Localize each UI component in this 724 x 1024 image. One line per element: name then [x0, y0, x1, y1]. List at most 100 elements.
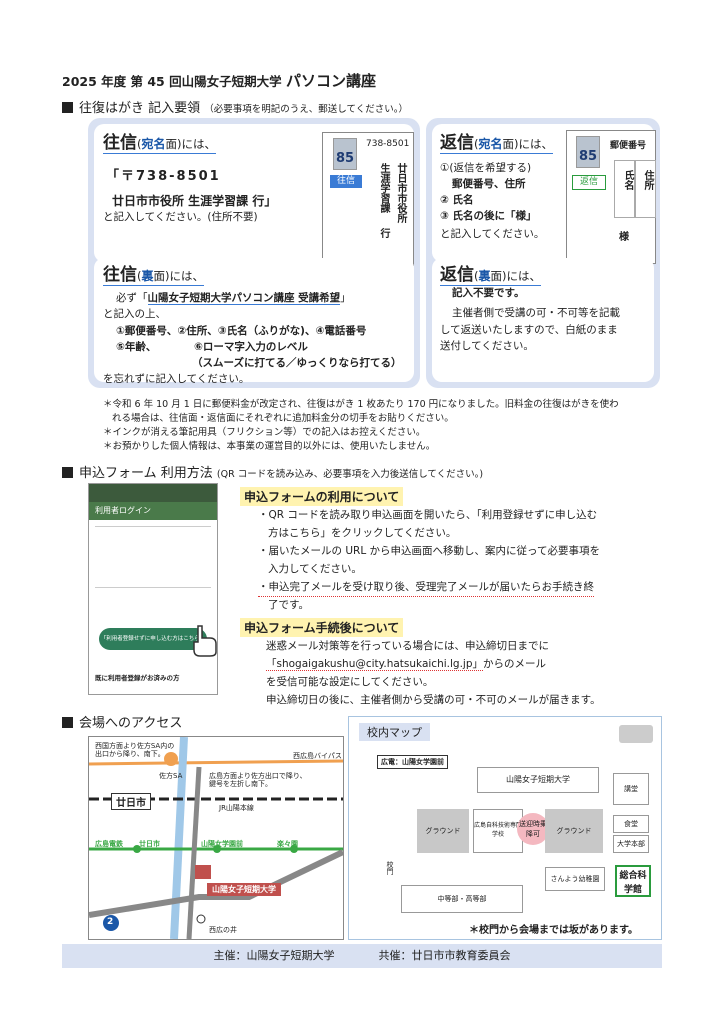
henshin-back-line2: 主催者側で受講の可・不可等を記載: [452, 307, 620, 319]
henshin-front-line3: ③ 氏名の後に「様」: [440, 210, 537, 222]
henshin-back-card: [432, 258, 654, 382]
ofuku-back-card: [94, 258, 414, 382]
page-title: 2025 年度 第 45 回山陽女子短期大学 パソコン講座: [62, 72, 376, 90]
ofuku-back-line5: （スムーズに打てる／ゆっくりなら打てる）: [192, 357, 402, 369]
footnote-3: ＊お預かりした個人情報は、本事業の運営目的以外には、使用いたしません。: [103, 441, 436, 452]
henshin-back-heading: 返信(裏面)には、: [440, 265, 542, 286]
form-after-l4: 申込締切日の後に、主催者側から受講の可・不可のメールが届きます。: [266, 694, 601, 706]
ofuku-addressee: 廿日市市役所 生涯学習課 行」: [112, 194, 277, 208]
campus-jhs: 中等部・高等部: [401, 885, 523, 913]
map-note-1: 西国方面より佐方SA内の: [95, 742, 175, 750]
postcard1-addr2: 生涯学習課: [378, 163, 389, 213]
henshin-front-line2: ② 氏名: [440, 194, 474, 206]
map-sa: 佐方SA: [159, 772, 183, 780]
campus-station: 広電：山陽女学園前: [377, 755, 448, 769]
map-city: 廿日市: [111, 793, 151, 810]
area-map: 西国方面より佐方SA内の 出口から降り、南下。 佐方SA 西広島バイパス 広島方…: [88, 736, 344, 940]
ofuku-zip: 「〒738-8501: [106, 169, 221, 184]
phone-guest-button[interactable]: 「利用者登録せずに申し込む方はこちら」: [99, 628, 207, 650]
form-after-heading: 申込フォーム手続後について: [240, 618, 404, 637]
ofuku-tag: 往信: [330, 175, 362, 188]
phone-screenshot: 利用者ログイン 「利用者登録せずに申し込む方はこちら」 既に利用者登録がお済みの…: [88, 483, 218, 695]
map-st4: 楽々園: [277, 840, 298, 848]
henshin-back-line3: して返送いたしますので、白紙のまま: [440, 324, 618, 336]
postcard1-zip: 738-8501: [366, 139, 410, 149]
postcard2-addr-box: [634, 160, 656, 218]
map-note-4: 鍵号を左折し南下。: [209, 780, 272, 788]
map-jr: JR山陽本線: [219, 804, 254, 812]
henshin-back-line4: 送付してください。: [440, 340, 534, 352]
campus-office: 大学本部: [613, 835, 649, 853]
postcard2-zip: 郵便番号: [610, 141, 647, 151]
section-form-heading: 申込フォーム 利用方法 (QR コードを読み込み、必要事項を入力後送信してくださ…: [62, 462, 483, 481]
form-use-b2a: ・届いたメールの URL から申込画面へ移動し、案内に従って必要事項を: [258, 545, 600, 557]
ofuku-back-line3: ①郵便番号、②住所、③氏名（ふりがな)、④電話番号: [116, 325, 367, 337]
ofuku-front-note: と記入してください。(住所不要): [103, 211, 258, 223]
footer: 主催：山陽女子短期大学 共催：廿日市市教育委員会: [62, 944, 662, 968]
ofuku-back-line1: 必ず「山陽女子短期大学パソコン講座 受講希望」: [116, 292, 351, 305]
campus-cafe: 食堂: [613, 815, 649, 833]
footnote-1b: れる場合は、往信面・返信面にそれぞれに追加料金分の切手をお貼りください。: [112, 413, 454, 424]
section-postcard-heading: 往復はがき 記入要領 （必要事項を明記のうえ、郵送してください。）: [62, 97, 408, 116]
stamp-icon-2: 85: [576, 136, 600, 168]
postcard2-addr: 住所: [642, 170, 653, 190]
area-map-drawing: [89, 737, 343, 939]
campus-pickup: 送迎時乗降可: [517, 813, 549, 845]
form-use-b2b: 入力してください。: [268, 563, 362, 575]
henshin-front-line1: ①(返信を希望する): [440, 162, 532, 174]
campus-gate: 校門: [386, 861, 394, 875]
campus-note: ＊校門から会場までは坂があります。: [469, 925, 638, 936]
henshin-front-heading: 返信(宛名面)には、: [440, 133, 554, 154]
section-access-heading: 会場へのアクセス: [62, 712, 182, 731]
campus-ground-2: グラウンド: [545, 809, 603, 853]
campus-hall: 講堂: [613, 773, 649, 805]
ofuku-front-heading: 往信(宛名面)には、: [103, 133, 217, 154]
ofuku-back-heading: 往信(裏面)には、: [103, 265, 205, 286]
form-use-b1a: ・QR コードを読み取り申込画面を開いたら、「利用登録せずに申し込む: [258, 509, 598, 521]
campus-ground-1: グラウンド: [417, 809, 469, 853]
map-st3: 山陽女学園前: [201, 840, 243, 848]
form-use-heading: 申込フォームの利用について: [240, 487, 404, 506]
postcard1-addr3: 行: [378, 228, 389, 238]
ofuku-back-line4a: ⑤年齢、: [116, 341, 157, 353]
form-after-l3: を受信可能な設定にしてください。: [266, 676, 434, 688]
stamp-icon: 85: [333, 138, 357, 170]
form-after-l1: 迷惑メール対策等を行っている場合には、申込締切日までに: [266, 640, 549, 652]
phone-form-lines: [95, 526, 211, 588]
ofuku-back-line4b: ⑥ローマ字入力のレベル: [194, 341, 308, 353]
map-st1: 広島電鉄: [95, 840, 123, 848]
campus-map: 校内マップ 広電：山陽女学園前 山陽女子短期大学 講堂 グラウンド 広島自科技術…: [348, 716, 662, 940]
phone-bottom: 既に利用者登録がお済みの方: [95, 674, 180, 682]
postcard2-name: 氏名: [622, 170, 633, 190]
henshin-back-line1: 記入不要です。: [452, 287, 525, 299]
hand-pointer-icon: [193, 625, 217, 657]
map-note-3: 広島方面より佐方出口で降り、: [209, 772, 307, 780]
form-use-b3b: 了です。: [268, 599, 309, 611]
map-campus: 山陽女子短期大学: [207, 883, 281, 896]
ofuku-back-line6: を忘れずに記入してください。: [103, 373, 250, 385]
ofuku-back-line2: と記入の上、: [103, 308, 166, 320]
postcard1-addr1: 廿日市市役所: [395, 163, 406, 223]
campus-science: 総合科学館: [615, 865, 651, 897]
phone-topbar: [89, 484, 217, 502]
postcard2-name-box: [614, 160, 636, 218]
henshin-front-line1b: 郵便番号、住所: [452, 178, 526, 190]
form-use-b3a: ・申込完了メールを受け取り後、受理完了メールが届いたらお手続き終: [258, 578, 594, 597]
henshin-tag: 返信: [572, 175, 606, 190]
postcard2-sama: 様: [619, 232, 629, 243]
map-ic: 西広の井: [209, 926, 237, 934]
map-note-2: 出口から降り、南下。: [95, 750, 165, 758]
footnote-2: ＊インクが消える筆記用具（フリクション等）での記入はお控えください。: [103, 427, 426, 438]
campus-univ-building: 山陽女子短期大学: [477, 767, 599, 793]
map-route: 2: [107, 917, 114, 927]
map-bypass: 西広島バイパス: [293, 752, 342, 760]
map-st2: 廿日市: [139, 840, 160, 848]
campus-school: 広島自科技術専門学校: [473, 809, 523, 853]
campus-kinder: さんよう幼稚園: [545, 867, 605, 891]
campus-map-title: 校内マップ: [359, 723, 430, 741]
henshin-front-line4: と記入してください。: [440, 228, 545, 240]
footnote-1: ＊令和 6 年 10 月 1 日に郵便料金が改定され、往復はがき 1 枚あたり …: [103, 399, 619, 410]
phone-header: 利用者ログイン: [89, 502, 217, 520]
train-icon: [619, 725, 653, 743]
form-use-b1b: 方はこちら」をクリックしてください。: [268, 527, 457, 539]
